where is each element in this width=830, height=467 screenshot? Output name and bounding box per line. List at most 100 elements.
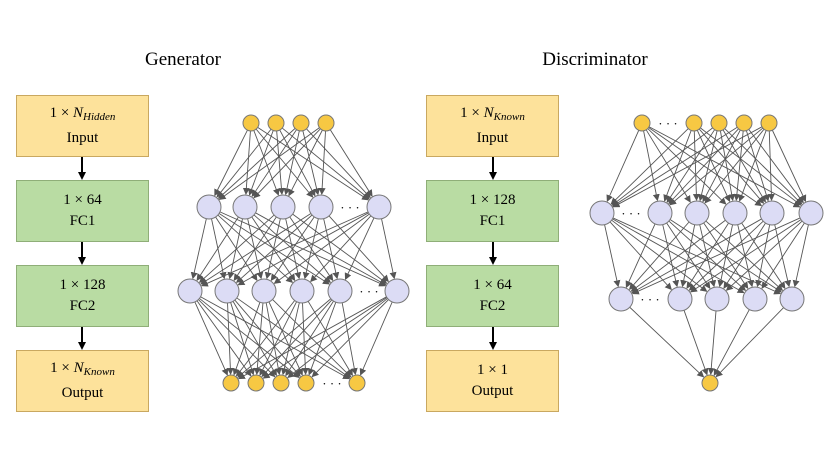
discriminator-net-edge <box>666 129 715 203</box>
discriminator-net-edge <box>690 219 802 293</box>
discriminator-net-edge <box>755 224 771 288</box>
discriminator-output-block: 1 × 1 Output <box>426 350 559 412</box>
discriminator-fc2-block: 1 × 64 FC2 <box>426 265 559 327</box>
generator-net-hidden-node <box>251 278 277 304</box>
discriminator-net-edge <box>738 130 767 202</box>
generator-net-edge <box>237 212 369 286</box>
generator-net-edge <box>302 218 319 280</box>
generator-net-hidden-node <box>232 194 258 220</box>
generator-net-edge <box>270 216 315 282</box>
discriminator-net-edge <box>686 222 729 289</box>
discriminator-net-ellipsis: · · · <box>658 116 678 131</box>
generator-net-edge <box>287 298 388 379</box>
generator-net-io-node <box>297 374 315 392</box>
generator-net-edge <box>311 299 389 378</box>
discriminator-net-edge <box>648 126 801 208</box>
generator-net-edge <box>200 211 369 287</box>
generator-net-edge <box>257 127 369 201</box>
generator-input-dim: 1 × NHidden <box>49 105 116 123</box>
generator-output-label: Output <box>61 385 104 401</box>
discriminator-fc2-dim: 1 × 64 <box>473 277 512 293</box>
discriminator-net-edge <box>724 128 803 205</box>
generator-net-edge <box>217 128 296 199</box>
generator-fc1-block: 1 × 64 FC1 <box>16 180 149 242</box>
generator-fc2-block: 1 × 128 FC2 <box>16 265 149 327</box>
discriminator-net-edge <box>668 128 739 205</box>
generator-output-dim: 1 × NKnown <box>50 360 115 378</box>
discriminator-net-edge <box>647 128 727 205</box>
generator-net-edge <box>230 302 255 376</box>
discriminator-net-edge <box>631 217 801 295</box>
generator-fc1-label: FC1 <box>69 213 96 229</box>
generator-net-io-node <box>348 374 366 392</box>
generator-net-edge <box>276 130 285 196</box>
discriminator-net-edge <box>698 128 765 204</box>
discriminator-net-edge <box>606 130 640 203</box>
discriminator-net-edge <box>699 224 717 288</box>
generator-net-edge <box>273 213 370 284</box>
generator-net-edge <box>341 302 358 376</box>
generator-net-edge <box>214 129 248 197</box>
generator-net-edge <box>253 302 264 376</box>
discriminator-net-hidden-node <box>608 286 634 312</box>
discriminator-net-edge <box>612 126 738 207</box>
generator-net-edge <box>288 129 323 197</box>
generator-net-io-node <box>317 114 335 132</box>
generator-net-ellipsis: · · · <box>322 376 342 391</box>
generator-net-edge <box>301 302 309 376</box>
generator-net-edge <box>227 218 243 280</box>
generator-net-hidden-node <box>384 278 410 304</box>
discriminator-net-hidden-node <box>704 286 730 312</box>
generator-net-edge <box>261 299 333 378</box>
generator-net-edge <box>255 128 314 198</box>
discriminator-net-io-node <box>760 114 778 132</box>
discriminator-net-edge <box>700 127 802 206</box>
discriminator-net-edge <box>771 130 807 203</box>
generator-net-edge <box>232 301 277 377</box>
discriminator-title: Discriminator <box>542 49 648 70</box>
generator-net-edge <box>283 130 300 196</box>
generator-net-edge <box>247 218 264 280</box>
discriminator-net-ellipsis: · · · <box>640 292 660 307</box>
generator-input-label: Input <box>66 130 99 146</box>
discriminator-net-hidden-node <box>589 200 615 226</box>
generator-net-hidden-node <box>196 194 222 220</box>
generator-net-edge <box>359 301 393 376</box>
generator-input-block: 1 × NHidden Input <box>16 95 149 157</box>
generator-net-io-node <box>267 114 285 132</box>
discriminator-fc1-block: 1 × 128 FC1 <box>426 180 559 242</box>
discriminator-input-dim: 1 × NKnown <box>460 105 525 123</box>
generator-net-edge <box>280 302 300 376</box>
generator-net-edge <box>233 216 277 282</box>
generator-net-edge <box>310 215 372 283</box>
discriminator-net-edge <box>625 223 656 289</box>
generator-net-io-node <box>272 374 290 392</box>
generator-net-io-node <box>222 374 240 392</box>
discriminator-net-edge <box>767 130 775 202</box>
discriminator-net-edge <box>719 130 736 202</box>
generator-net-edge <box>200 213 312 285</box>
generator-fc2-label: FC2 <box>69 298 96 314</box>
discriminator-net-edge <box>725 220 803 291</box>
discriminator-net-edges <box>604 126 809 378</box>
discriminator-net-edge <box>722 129 766 203</box>
discriminator-net-edge <box>629 306 705 378</box>
generator-net-edge <box>232 302 261 376</box>
generator-net-edge <box>328 215 389 283</box>
discriminator-net-edge <box>630 219 726 292</box>
generator-net-hidden-node <box>177 278 203 304</box>
discriminator-net-edge <box>631 218 762 294</box>
discriminator-net-edge <box>610 128 689 205</box>
discriminator-net-edge <box>688 220 764 291</box>
generator-net-edge <box>226 302 234 376</box>
generator-net-ellipsis: · · · <box>340 200 360 215</box>
generator-net-edge <box>200 296 350 380</box>
generator-net-edge <box>307 302 337 376</box>
generator-net-edge <box>302 130 321 196</box>
generator-net-edge <box>318 130 326 196</box>
discriminator-net-edge <box>723 222 766 289</box>
generator-net-edge <box>196 216 239 281</box>
generator-fc2-dim: 1 × 128 <box>59 277 106 293</box>
generator-net-edge <box>198 214 275 283</box>
